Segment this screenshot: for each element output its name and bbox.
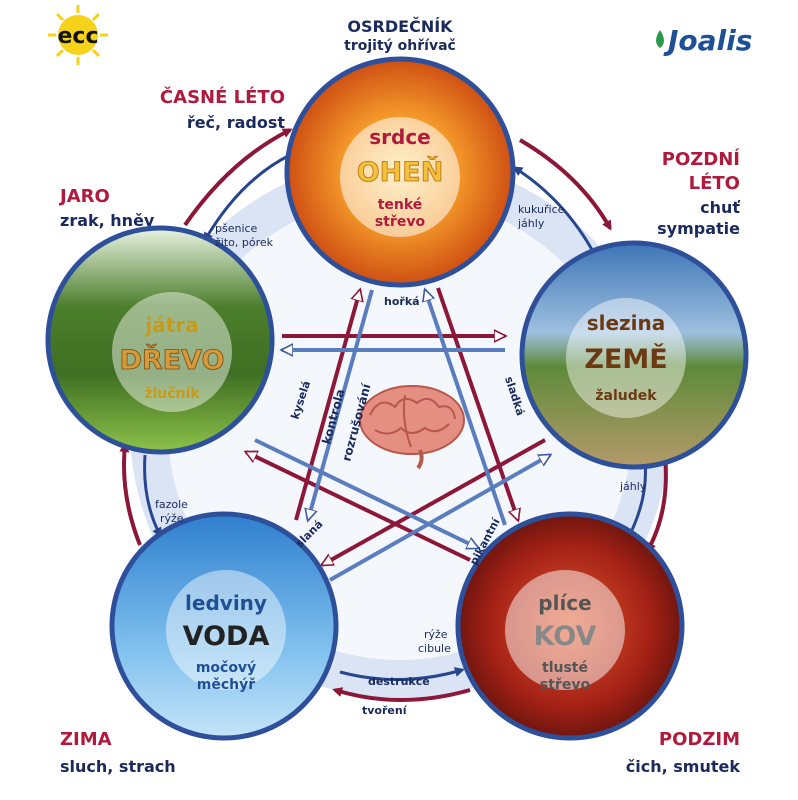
metal-center-plate [505, 570, 625, 690]
season-late-summer-sub-1: chuť [700, 198, 741, 217]
season-early-summer-title: ČASNÉ LÉTO [160, 86, 285, 108]
joalis-logo-text: Joalis [663, 24, 752, 57]
metal-paired-organ-2: střevo [540, 677, 591, 693]
wood-center-plate [112, 292, 232, 412]
water-center-plate [166, 570, 286, 690]
joalis-logo: Joalis [656, 24, 752, 57]
top-subtitle: trojitý ohřívač [344, 38, 456, 54]
earth-element: ZEMĚ [584, 343, 667, 375]
water-organ: ledviny [185, 591, 267, 615]
sun-rays-icon [48, 5, 108, 65]
joalis-drop-icon [656, 30, 664, 48]
fire-paired-organ-2: střevo [375, 214, 426, 230]
season-late-summer-title-2: LÉTO [689, 172, 740, 194]
fire-element: OHEŇ [357, 156, 444, 188]
destruction-arrow-fire-wood [203, 153, 291, 243]
fire-organ: srdce [369, 125, 431, 149]
cycle-arrow-earth-metal [646, 454, 668, 553]
top-title: OSRDEČNÍK [347, 17, 453, 36]
food-fire-earth-2: jáhly [517, 217, 545, 230]
season-winter-sub: sluch, strach [60, 757, 176, 776]
disruption-water-earth [329, 453, 550, 582]
food-wood-fire-1: pšenice [215, 222, 258, 235]
element-wood: játra DŘEVO žlučník [45, 225, 275, 455]
season-autumn-title: PODZIM [659, 729, 740, 750]
season-winter-title: ZIMA [60, 729, 112, 750]
creation-cycle-label: tvoření [362, 704, 408, 717]
creation-cycle [119, 128, 668, 702]
wood-circle [45, 225, 275, 455]
season-spring-sub: zrak, hněv [60, 211, 155, 230]
control-star [246, 288, 550, 582]
food-metal-water-1: rýže [424, 628, 448, 641]
destruction-arrow-earth-fire [512, 166, 597, 256]
element-earth: slezina ZEMĚ žaludek [519, 240, 749, 470]
cycle-arrow-wood-fire [183, 128, 293, 227]
earth-paired-organ: žaludek [595, 388, 657, 404]
ecc-logo-text: ecc [57, 24, 98, 49]
taste-fire: hořká [384, 295, 420, 308]
destruction-cycle-label: destrukce [368, 675, 430, 688]
cycle-arrow-fire-earth [518, 138, 612, 231]
wood-paired-organ: žlučník [144, 386, 200, 402]
metal-element: KOV [534, 621, 597, 652]
food-wood-fire-2: žito, pórek [215, 236, 274, 249]
fire-paired-organ-1: tenké [378, 197, 423, 213]
food-fire-earth-1: kukuřice [518, 203, 565, 216]
season-late-summer-sub-2: sympatie [657, 219, 740, 238]
element-fire: srdce OHEŇ tenké střevo [284, 56, 516, 288]
disruption-fire-water [308, 289, 374, 520]
sun-icon [58, 15, 98, 55]
food-water-wood-2: rýže [160, 512, 184, 525]
food-metal-water-2: cibule [418, 642, 451, 655]
control-earth-water [322, 438, 546, 567]
cycle-arrow-water-wood [119, 442, 142, 546]
brain-icon [359, 385, 465, 470]
season-early-summer-sub: řeč, radost [187, 113, 286, 132]
fire-center-plate [340, 117, 460, 237]
disruption-wood-metal [254, 438, 478, 550]
water-paired-organ-1: močový [196, 660, 256, 676]
control-metal-wood [246, 450, 471, 562]
earth-center-plate [566, 298, 686, 418]
cycle-arrow-metal-water [332, 687, 471, 702]
water-paired-organ-2: měchýř [197, 677, 255, 693]
element-metal: plíce KOV tlusté střevo [455, 511, 685, 741]
metal-organ: plíce [538, 591, 591, 615]
season-spring-title: JARO [58, 186, 110, 207]
earth-organ: slezina [587, 311, 666, 335]
season-late-summer-title-1: POZDNÍ [662, 148, 741, 170]
destruction-arrow-water-metal [339, 667, 465, 681]
water-circle [109, 511, 339, 741]
wood-element: DŘEVO [119, 344, 224, 376]
earth-circle [519, 240, 749, 470]
disruption-metal-fire [425, 290, 507, 526]
ecc-logo: ecc [48, 5, 108, 65]
water-element: VODA [183, 621, 270, 652]
element-water: ledviny VODA močový měchýř [109, 511, 339, 741]
metal-paired-organ-1: tlusté [542, 660, 588, 676]
season-autumn-sub: čich, smutek [626, 757, 741, 776]
food-earth-metal-1: jáhly [619, 480, 647, 493]
food-water-wood-1: fazole [155, 498, 188, 511]
wood-organ: játra [144, 313, 198, 337]
destruction-arrow-wood-water [143, 454, 162, 538]
